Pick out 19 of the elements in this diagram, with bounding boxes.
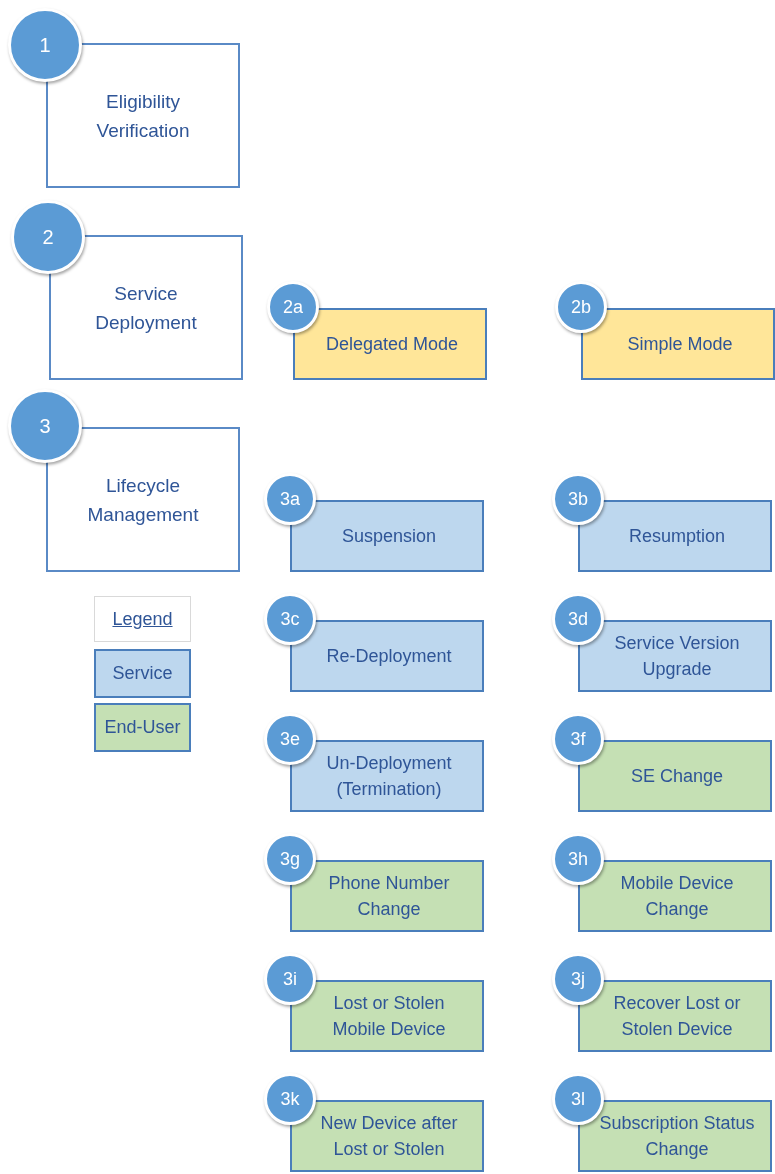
legend-swatch: Service [94,649,191,698]
step-number-circle: 3a [264,473,316,525]
step-number-circle: 2b [555,281,607,333]
step-number-circle: 2 [11,200,85,274]
step-number-circle: 3j [552,953,604,1005]
step-number-circle: 3e [264,713,316,765]
step-number-circle: 2a [267,281,319,333]
step-number-circle: 3d [552,593,604,645]
step-number-circle: 3b [552,473,604,525]
step-number-circle: 3 [8,389,82,463]
step-number-circle: 1 [8,8,82,82]
step-number-circle: 3f [552,713,604,765]
step-number-circle: 3g [264,833,316,885]
legend-swatch: End-User [94,703,191,752]
legend-title: Legend [94,596,191,642]
step-number-circle: 3k [264,1073,316,1125]
step-number-circle: 3h [552,833,604,885]
step-number-circle: 3c [264,593,316,645]
step-number-circle: 3i [264,953,316,1005]
